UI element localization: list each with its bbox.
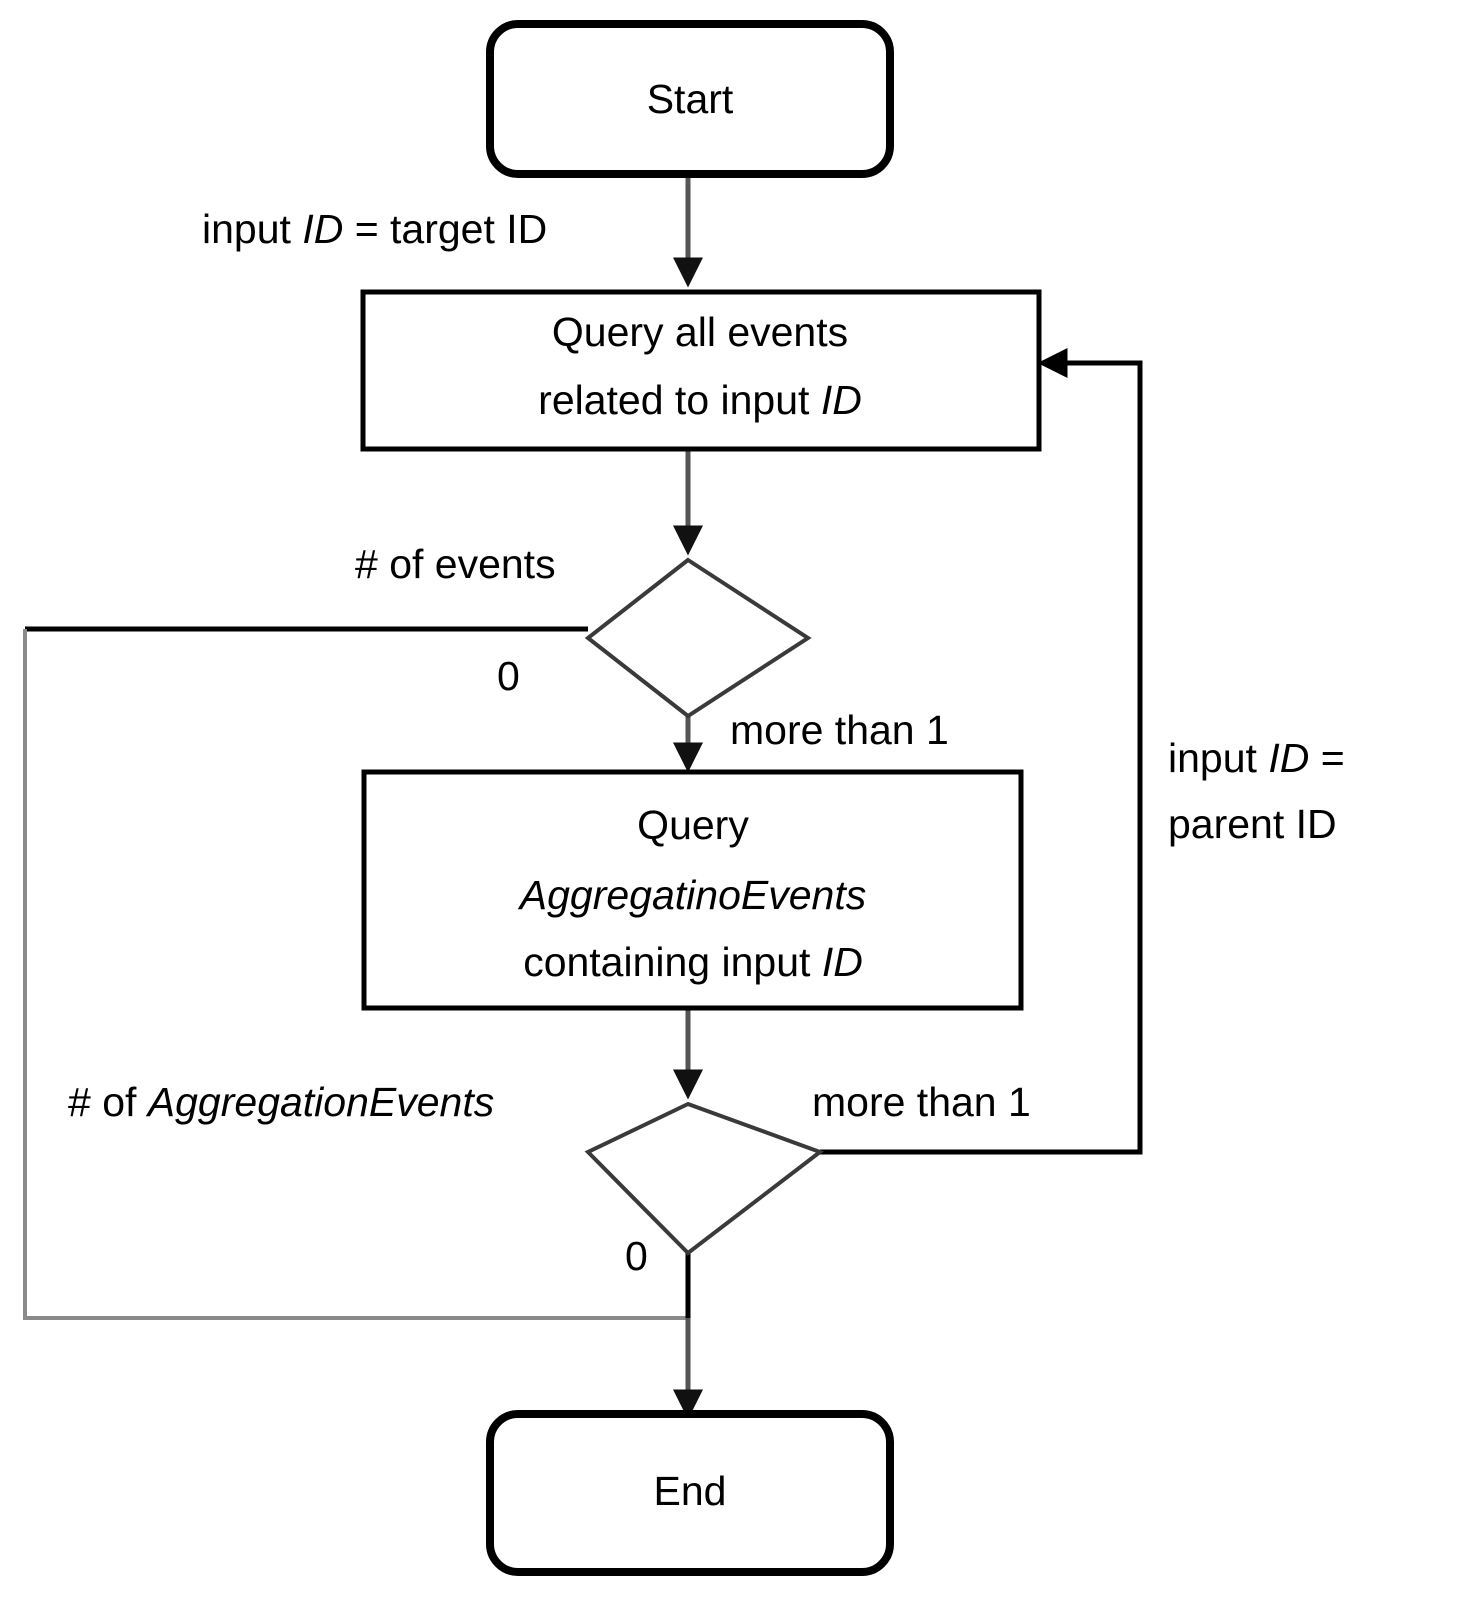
edge-label-input-target-b: ID bbox=[302, 206, 343, 252]
edge-label-num-aggregation-b: AggregationEvents bbox=[145, 1079, 494, 1125]
node-query-aggregation-line3-a: containing input bbox=[523, 939, 822, 985]
node-query-aggregation-line2: AggregatinoEvents bbox=[517, 872, 866, 918]
node-query-aggregation-line1: Query bbox=[637, 802, 749, 848]
edge-label-input-target-c: = target ID bbox=[343, 206, 547, 252]
node-end-label: End bbox=[654, 1468, 727, 1514]
node-end[interactable] bbox=[486, 1410, 894, 1576]
edge-label-events-zero: 0 bbox=[497, 653, 520, 699]
edge-label-num-aggregation-a: # of bbox=[68, 1079, 148, 1125]
node-decision-events[interactable] bbox=[584, 557, 812, 719]
node-start[interactable] bbox=[486, 20, 894, 178]
node-query-events-line1: Query all events bbox=[552, 309, 848, 355]
node-query-events-line2: related to input ID bbox=[538, 377, 862, 423]
edge-label-input-target-id: input ID = target ID bbox=[202, 206, 547, 252]
edge-label-aggregation-zero: 0 bbox=[625, 1233, 648, 1279]
node-start-label: Start bbox=[647, 76, 734, 122]
edge-label-input-parent-line1: input ID = bbox=[1168, 735, 1345, 781]
edge-label-num-aggregation: # of AggregationEvents bbox=[68, 1079, 494, 1125]
edge-label-aggregation-more-than-one: more than 1 bbox=[812, 1079, 1031, 1125]
edge-aggregation-more-than-one-loop bbox=[820, 348, 1143, 1155]
edge-label-input-target-a: input bbox=[202, 206, 302, 252]
edge-label-input-parent-a: input bbox=[1168, 735, 1268, 781]
edge-label-num-events: # of events bbox=[355, 541, 556, 587]
node-query-aggregation[interactable] bbox=[361, 769, 1024, 1011]
edge-label-input-parent-c: = bbox=[1309, 735, 1344, 781]
node-query-events-line2-a: related to input bbox=[538, 377, 821, 423]
node-decision-aggregation[interactable] bbox=[584, 1101, 825, 1256]
node-query-events[interactable] bbox=[360, 289, 1042, 452]
node-query-events-line2-b: ID bbox=[821, 377, 862, 423]
edge-label-input-parent-b: ID bbox=[1268, 735, 1309, 781]
node-query-aggregation-line3-b: ID bbox=[822, 939, 863, 985]
edge-label-events-more-than-one: more than 1 bbox=[730, 707, 949, 753]
edge-label-input-parent-line2: parent ID bbox=[1168, 801, 1337, 847]
node-query-aggregation-line3: containing input ID bbox=[523, 939, 863, 985]
edge-left-rail-to-end bbox=[23, 629, 688, 1320]
